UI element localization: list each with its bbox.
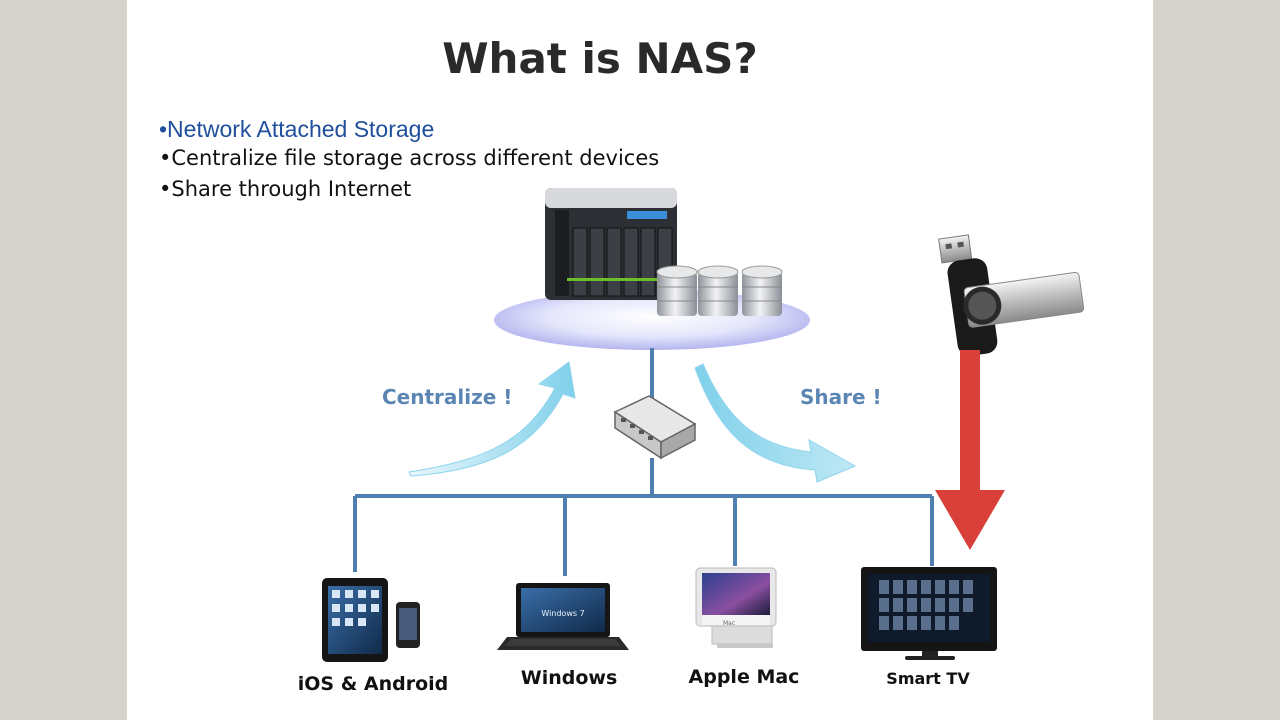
device-label-windows: Windows (521, 667, 618, 689)
usb-transfer-arrow (935, 350, 1005, 550)
nas-device-icon (545, 188, 677, 300)
svg-text:Windows 7: Windows 7 (541, 609, 584, 618)
svg-text:Mac: Mac (723, 620, 735, 627)
slide: What is NAS? •Network Attached Storage •… (127, 0, 1153, 720)
device-label-apple-mac: Apple Mac (689, 666, 800, 688)
share-label: Share ! (800, 385, 882, 409)
laptop-icon: Windows 7 (497, 583, 629, 650)
imac-icon: Mac (695, 567, 777, 648)
tv-icon (861, 567, 997, 660)
device-label-ios-android: iOS & Android (298, 673, 449, 695)
slide-title: What is NAS? (442, 34, 758, 83)
device-label-smart-tv: Smart TV (886, 669, 970, 688)
share-arrow (694, 363, 857, 483)
nas-diagram: Centralize ! Share ! (298, 188, 1085, 695)
network-lines (353, 348, 934, 576)
bullet-centralize: •Centralize file storage across differen… (159, 146, 660, 170)
network-switch-icon (613, 395, 697, 460)
bullet-network-attached-storage: •Network Attached Storage (159, 116, 435, 142)
disk-stack-icon (656, 265, 783, 316)
bullet-share: •Share through Internet (159, 177, 412, 201)
centralize-label: Centralize ! (382, 385, 512, 409)
centralize-arrow (408, 361, 576, 477)
tablet-phone-icon (322, 578, 420, 662)
usb-drive-icon (938, 234, 1085, 356)
